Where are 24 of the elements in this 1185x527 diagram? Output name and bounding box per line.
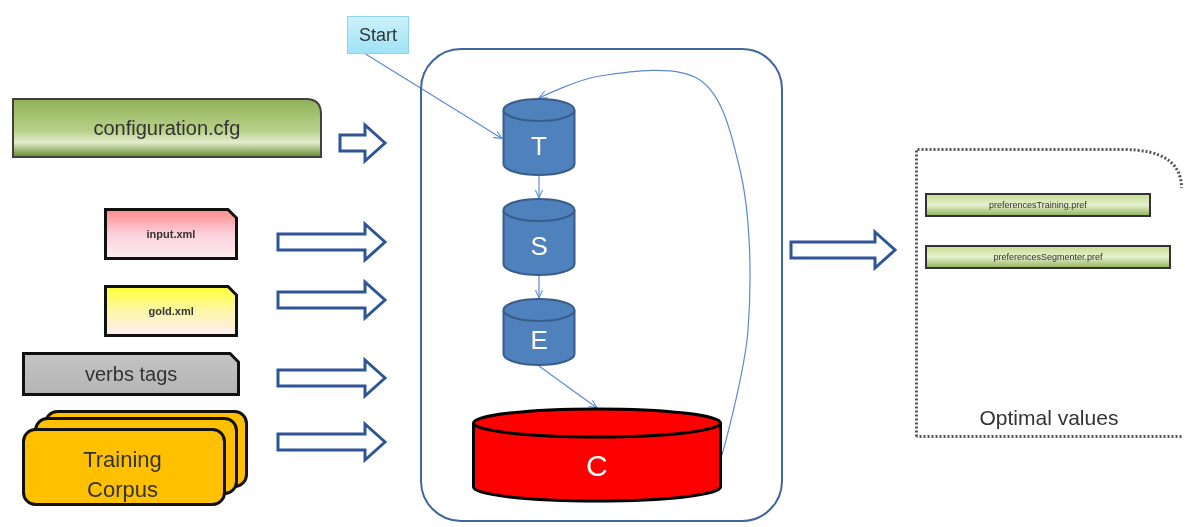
- cylinder-label: S: [530, 229, 548, 263]
- block-arrow: [276, 220, 388, 264]
- node-label: gold.xml: [148, 303, 194, 319]
- arrow: [534, 175, 544, 199]
- block-arrow: [276, 356, 388, 400]
- node-label: verbs tags: [85, 361, 178, 387]
- panel-title: Optimal values: [979, 404, 1119, 431]
- node-label: configuration.cfg: [93, 115, 241, 141]
- arrow: [365, 53, 503, 140]
- node-label: preferencesTraining.pref: [989, 199, 1087, 212]
- arrow: [538, 69, 751, 456]
- cylinder-label: T: [531, 129, 547, 163]
- block-arrow: [276, 420, 388, 464]
- node-label: Training Corpus: [82, 446, 163, 504]
- block-arrow: [338, 121, 388, 165]
- arrow: [538, 365, 598, 409]
- block-arrow: [789, 228, 898, 272]
- block-arrow: [276, 278, 388, 322]
- arrow: [534, 275, 544, 299]
- node-label: preferencesSegmenter.pref: [993, 251, 1103, 264]
- cylinder-label: E: [530, 323, 548, 357]
- node-label: Start: [359, 24, 397, 47]
- node-label: input.xml: [146, 226, 196, 242]
- cylinder-label: C: [586, 447, 608, 484]
